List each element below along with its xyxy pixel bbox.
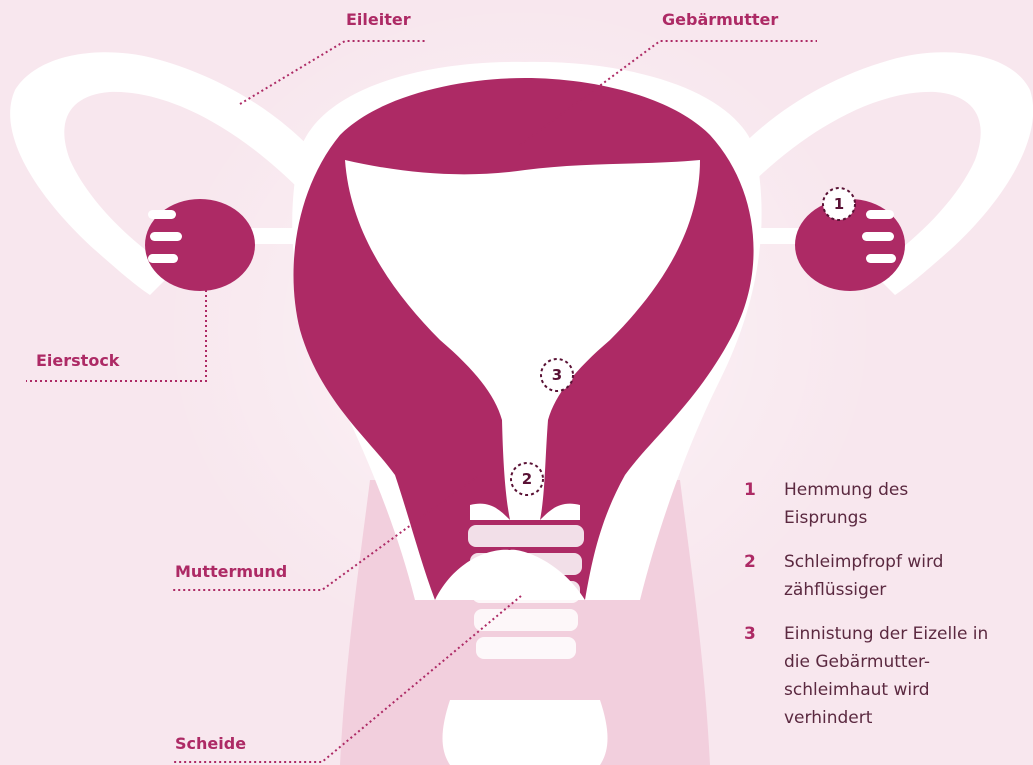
- legend-number: 1: [744, 476, 784, 504]
- legend-item-1: 1 Hemmung des Eisprungs: [744, 476, 1029, 532]
- vaginal-ridges: [468, 525, 584, 659]
- legend-text: Hemmung des Eisprungs: [784, 476, 934, 532]
- marker-2: 2: [511, 463, 543, 495]
- legend-number: 3: [744, 620, 784, 648]
- marker-3: 3: [541, 359, 573, 391]
- marker-2-label: 2: [522, 470, 532, 488]
- marker-1: 1: [823, 188, 855, 220]
- marker-1-label: 1: [834, 195, 844, 213]
- label-gebaermutter: Gebärmutter: [662, 10, 778, 29]
- label-eierstock: Eierstock: [36, 351, 119, 370]
- legend-text: Schleimpfropf wird zähflüssiger: [784, 548, 984, 604]
- legend: 1 Hemmung des Eisprungs 2 Schleimpfropf …: [744, 476, 1029, 748]
- legend-item-3: 3 Einnistung der Eizelle in die Gebärmut…: [744, 620, 1029, 732]
- label-scheide: Scheide: [175, 734, 246, 753]
- legend-text: Einnistung der Eizelle in die Gebärmutte…: [784, 620, 1009, 732]
- legend-number: 2: [744, 548, 784, 576]
- legend-item-2: 2 Schleimpfropf wird zähflüssiger: [744, 548, 1029, 604]
- marker-3-label: 3: [552, 366, 562, 384]
- label-muttermund: Muttermund: [175, 562, 287, 581]
- label-eileiter: Eileiter: [346, 10, 411, 29]
- vagina-inner: [443, 700, 608, 765]
